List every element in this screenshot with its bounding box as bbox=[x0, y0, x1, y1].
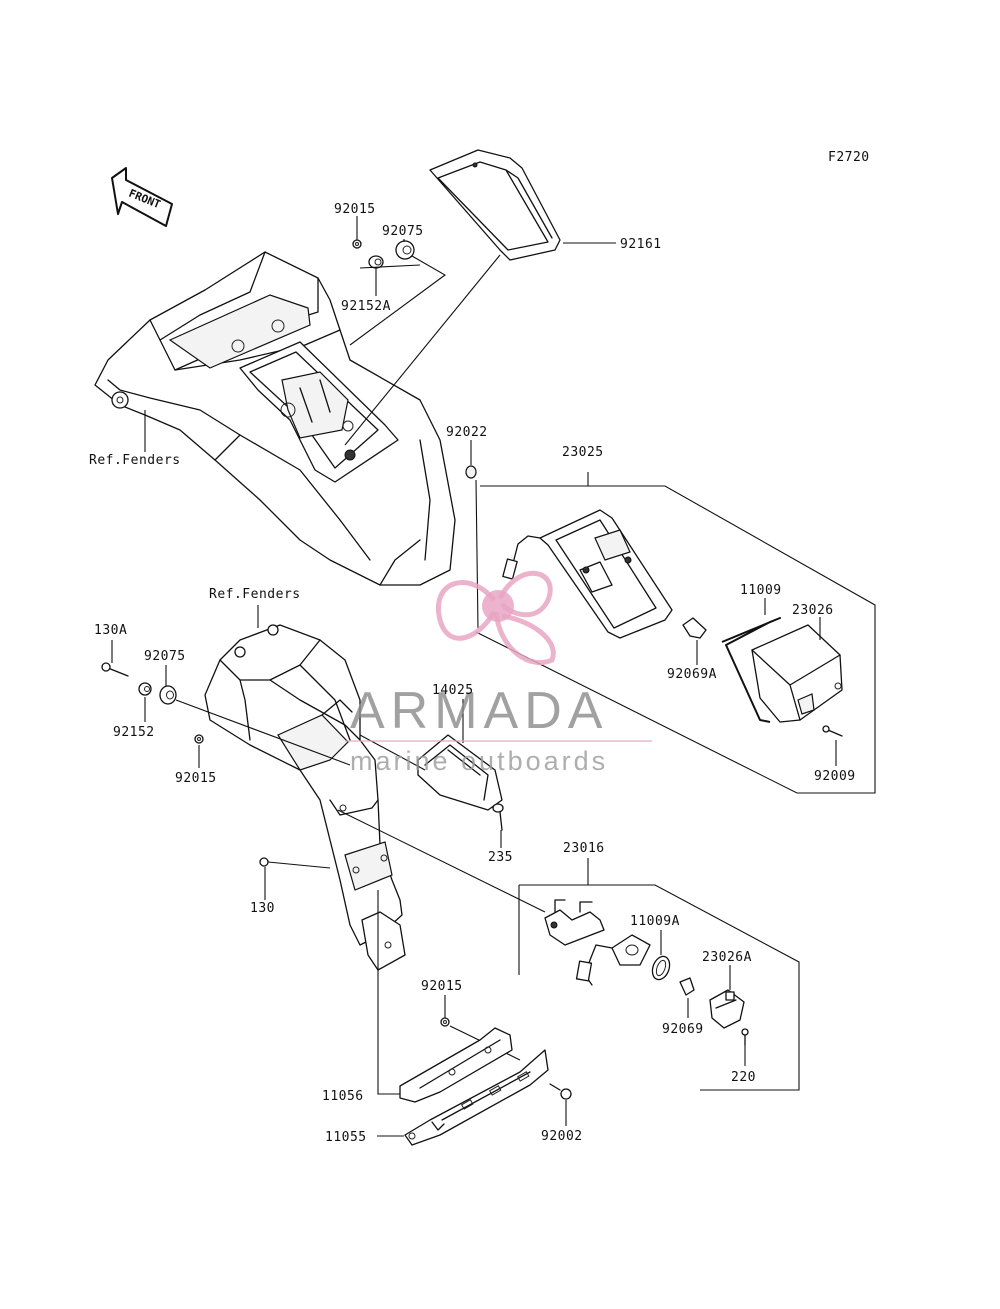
label-130: 130 bbox=[250, 901, 275, 916]
front-arrow-icon: FRONT bbox=[111, 167, 173, 227]
bolt-92002 bbox=[549, 1083, 572, 1126]
license-socket bbox=[575, 934, 651, 986]
label-92015-mid: 92015 bbox=[175, 771, 217, 786]
armada-logo-icon bbox=[435, 570, 556, 665]
grommet-92152 bbox=[138, 682, 152, 722]
label-92009: 92009 bbox=[814, 769, 856, 784]
bulb-92069 bbox=[679, 977, 695, 1018]
screw-220 bbox=[741, 1028, 749, 1066]
label-11056: 11056 bbox=[322, 1089, 364, 1104]
screw-92009 bbox=[822, 725, 843, 766]
bolt-130 bbox=[259, 857, 331, 900]
label-ref-fenders-top: Ref.Fenders bbox=[89, 453, 181, 468]
license-light-bracket-23016 bbox=[544, 899, 605, 946]
label-14025: 14025 bbox=[432, 683, 474, 698]
reflector-92161 bbox=[429, 149, 561, 261]
label-92075-top: 92075 bbox=[382, 224, 424, 239]
license-bracket-11055 bbox=[377, 1049, 549, 1146]
bulb-92069A bbox=[682, 617, 707, 665]
label-235: 235 bbox=[488, 850, 513, 865]
label-92022: 92022 bbox=[446, 425, 488, 440]
label-23016: 23016 bbox=[563, 841, 605, 856]
label-92075-mid: 92075 bbox=[144, 649, 186, 664]
plate-bracket-11056 bbox=[399, 1027, 513, 1103]
washer-92022 bbox=[465, 465, 477, 479]
label-92015-bot: 92015 bbox=[421, 979, 463, 994]
label-92069: 92069 bbox=[662, 1022, 704, 1037]
label-92152: 92152 bbox=[113, 725, 155, 740]
watermark-brand: ARMADA bbox=[350, 682, 608, 740]
label-23026A: 23026A bbox=[702, 950, 752, 965]
label-92069A: 92069A bbox=[667, 667, 717, 682]
gasket-11009 bbox=[721, 598, 781, 723]
label-23026: 23026 bbox=[792, 603, 834, 618]
leader-lines-top bbox=[144, 216, 876, 794]
lens-23026A bbox=[709, 965, 745, 1029]
leader-lines-mid bbox=[175, 605, 800, 1095]
label-92152A: 92152A bbox=[341, 299, 391, 314]
label-92161: 92161 bbox=[620, 237, 662, 252]
watermark-tagline: marine outboards bbox=[350, 746, 608, 776]
bolt-235 bbox=[492, 803, 504, 848]
gasket-11009A bbox=[651, 930, 671, 981]
label-11009A: 11009A bbox=[630, 914, 680, 929]
label-23025: 23025 bbox=[562, 445, 604, 460]
label-92015-top: 92015 bbox=[334, 202, 376, 217]
tail-light-23025 bbox=[502, 509, 673, 639]
grommet-92152A bbox=[368, 255, 384, 269]
bolt-130A bbox=[101, 640, 129, 677]
damper-92075-mid bbox=[159, 665, 177, 705]
diagram-code: F2720 bbox=[828, 150, 870, 165]
inner-fender bbox=[204, 624, 406, 971]
label-220: 220 bbox=[731, 1070, 756, 1085]
label-11009: 11009 bbox=[740, 583, 782, 598]
lens-23026 bbox=[751, 617, 843, 723]
label-11055: 11055 bbox=[325, 1130, 367, 1145]
nut-92015-top bbox=[352, 239, 362, 249]
label-92002: 92002 bbox=[541, 1129, 583, 1144]
rear-fender-top bbox=[94, 251, 456, 586]
license-light-14025 bbox=[417, 699, 503, 811]
nut-92015-mid bbox=[194, 734, 204, 768]
label-ref-fenders-mid: Ref.Fenders bbox=[209, 587, 301, 602]
damper-92075-top bbox=[395, 240, 415, 260]
label-130A: 130A bbox=[94, 623, 127, 638]
